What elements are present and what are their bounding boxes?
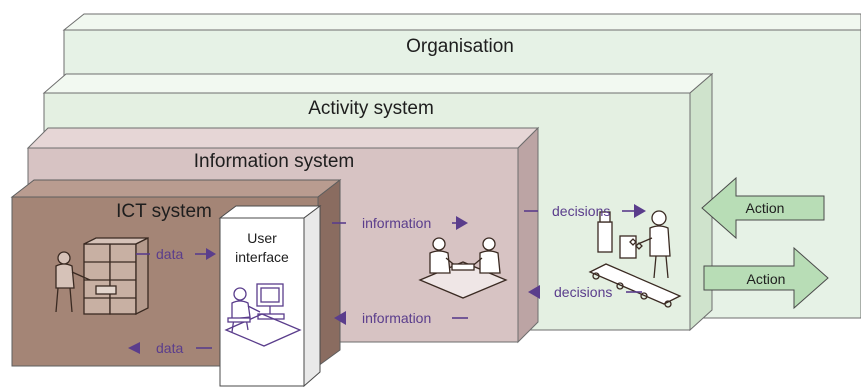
action-out-label: Action: [747, 271, 786, 287]
data-in-label: data: [156, 246, 183, 262]
ict-system-label: ICT system: [116, 201, 212, 222]
data-out-flow: data: [128, 340, 212, 356]
arrowhead-left-icon: [334, 311, 346, 325]
arrowhead-right-icon: [634, 204, 646, 218]
information-system-label: Information system: [194, 151, 355, 172]
information-out-flow: information: [332, 215, 468, 231]
information-in-label: information: [362, 310, 431, 326]
meeting-people-icon: [418, 237, 508, 299]
person-at-server-icon: [55, 236, 149, 316]
arrowhead-left-icon: [528, 285, 540, 299]
arrowhead-right-icon: [206, 248, 216, 260]
organisation-label: Organisation: [406, 36, 514, 57]
data-in-flow: data: [136, 246, 216, 262]
conveyor-worker-icon: [588, 210, 682, 308]
information-out-label: information: [362, 215, 431, 231]
user-interface-label-line1: User: [247, 230, 277, 246]
action-out-arrow: Action: [703, 246, 829, 310]
data-out-label: data: [156, 340, 183, 356]
activity-system-label: Activity system: [308, 98, 434, 119]
user-interface-label-line2: interface: [235, 249, 289, 265]
action-in-arrow: Action: [701, 176, 825, 240]
decisions-in-flow: decisions: [528, 284, 642, 300]
arrowhead-right-icon: [456, 216, 468, 230]
person-at-computer-icon: [224, 283, 302, 347]
arrowhead-left-icon: [128, 342, 140, 354]
action-in-label: Action: [746, 200, 785, 216]
information-in-flow: information: [334, 310, 468, 326]
decisions-in-label: decisions: [554, 284, 612, 300]
decisions-out-label: decisions: [552, 203, 610, 219]
decisions-out-flow: decisions: [524, 203, 646, 219]
